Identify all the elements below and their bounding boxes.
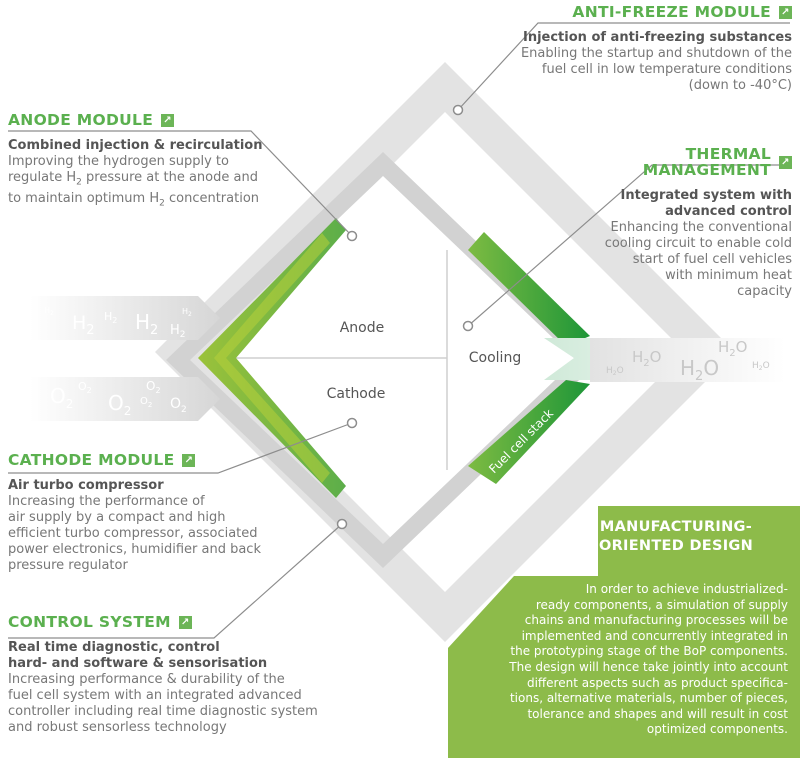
- leader-cathode: [8, 422, 353, 474]
- thermal-management-description: Enhancing the conventional cooling circu…: [604, 220, 792, 299]
- svg-text:H2: H2: [135, 310, 158, 338]
- svg-text:H2O: H2O: [718, 338, 747, 359]
- external-link-icon[interactable]: ↗: [178, 615, 192, 629]
- control-system-subtitle: Real time diagnostic, control hard- and …: [8, 640, 268, 671]
- cooling-green-bottom: [468, 380, 590, 484]
- leader-thermal: [467, 164, 790, 327]
- anode-module-description: Improving the hydrogen supply to regulat…: [8, 154, 260, 209]
- antifreeze-module-description: Enabling the startup and shutdown of the…: [520, 46, 792, 93]
- external-link-icon[interactable]: ↗: [161, 113, 175, 127]
- leader-control: [8, 523, 343, 639]
- leader-cathode-dot: [346, 417, 358, 429]
- leader-anode: [8, 130, 353, 237]
- svg-text:H2: H2: [182, 307, 192, 318]
- anode-label: Anode: [340, 320, 385, 336]
- lime-chevron: [198, 218, 346, 498]
- antifreeze-module-block: ANTI-FREEZE MODULE ↗ Injection of anti-f…: [462, 4, 792, 94]
- o2-molecules: O2 O2 O2 O2 O2 O2: [50, 379, 187, 418]
- outer-loop-band: [155, 62, 735, 642]
- h2-molecules: H2 H2 H2 H2 H2 H2: [44, 306, 192, 340]
- leader-antifreeze: [457, 22, 790, 111]
- control-system-description: Increasing performance & durability of t…: [8, 672, 318, 735]
- cathode-module-block: CATHODE MODULE ↗ Air turbo compressor In…: [8, 452, 308, 574]
- svg-text:O2: O2: [50, 384, 73, 411]
- h2o-molecules: H2O H2O H2O H2O H2O: [606, 338, 770, 384]
- cooling-green-top: [468, 232, 590, 346]
- cathode-label: Cathode: [327, 386, 386, 402]
- leader-control-dot: [336, 518, 348, 530]
- h2-inlet-arrow: [30, 296, 220, 340]
- svg-text:H2: H2: [170, 323, 186, 340]
- cathode-module-description: Increasing the performance of air supply…: [8, 494, 261, 573]
- anode-module-heading[interactable]: ANODE MODULE ↗: [8, 112, 308, 128]
- control-system-heading[interactable]: CONTROL SYSTEM ↗: [8, 614, 368, 630]
- anode-module-block: ANODE MODULE ↗ Combined injection & reci…: [8, 112, 308, 211]
- manufacturing-description: In order to achieve industrialized- read…: [509, 582, 788, 737]
- external-link-icon[interactable]: ↗: [779, 155, 792, 169]
- svg-text:O2: O2: [146, 379, 161, 395]
- manufacturing-title: MANUFACTURING- ORIENTED DESIGN: [598, 519, 754, 554]
- external-link-icon[interactable]: ↗: [779, 5, 792, 19]
- svg-text:H2O: H2O: [680, 356, 719, 384]
- o2-inlet-arrow: [30, 377, 220, 421]
- thermal-management-block: THERMAL MANAGEMENT ↗ Integrated system w…: [552, 146, 792, 300]
- external-link-icon[interactable]: ↗: [182, 453, 196, 467]
- antifreeze-module-subtitle: Injection of anti-freezing substances: [522, 30, 792, 45]
- svg-text:O2: O2: [78, 380, 92, 395]
- svg-text:H2O: H2O: [632, 348, 661, 369]
- antifreeze-module-heading[interactable]: ANTI-FREEZE MODULE ↗: [462, 4, 792, 20]
- thermal-management-title: THERMAL MANAGEMENT: [642, 145, 772, 179]
- anode-module-title: ANODE MODULE: [8, 111, 154, 129]
- thermal-management-subtitle: Integrated system with advanced control: [620, 188, 792, 219]
- anode-module-subtitle: Combined injection & recirculation: [8, 138, 263, 153]
- cathode-module-subtitle: Air turbo compressor: [8, 478, 164, 493]
- svg-text:H2: H2: [72, 312, 95, 338]
- svg-text:O2: O2: [108, 391, 131, 418]
- svg-text:O2: O2: [170, 396, 187, 415]
- leader-anode-dot: [346, 230, 358, 242]
- svg-text:O2: O2: [140, 396, 152, 409]
- svg-text:H2O: H2O: [606, 366, 624, 377]
- thermal-management-heading[interactable]: THERMAL MANAGEMENT ↗: [552, 146, 792, 178]
- antifreeze-module-title: ANTI-FREEZE MODULE: [572, 3, 771, 21]
- control-system-title: CONTROL SYSTEM: [8, 613, 171, 631]
- svg-text:H2O: H2O: [752, 361, 770, 372]
- h2o-outlet-arrow: [590, 338, 785, 382]
- svg-text:H2: H2: [44, 306, 54, 317]
- control-system-block: CONTROL SYSTEM ↗ Real time diagnostic, c…: [8, 614, 368, 736]
- cathode-module-heading[interactable]: CATHODE MODULE ↗: [8, 452, 308, 468]
- svg-text:H2: H2: [104, 310, 117, 325]
- leader-thermal-dot: [462, 320, 474, 332]
- cooling-label: Cooling: [469, 350, 521, 366]
- manufacturing-block: MANUFACTURING- ORIENTED DESIGN: [520, 518, 792, 582]
- cathode-module-title: CATHODE MODULE: [8, 451, 175, 469]
- leader-antifreeze-dot: [452, 104, 464, 116]
- manufacturing-box: [448, 506, 800, 758]
